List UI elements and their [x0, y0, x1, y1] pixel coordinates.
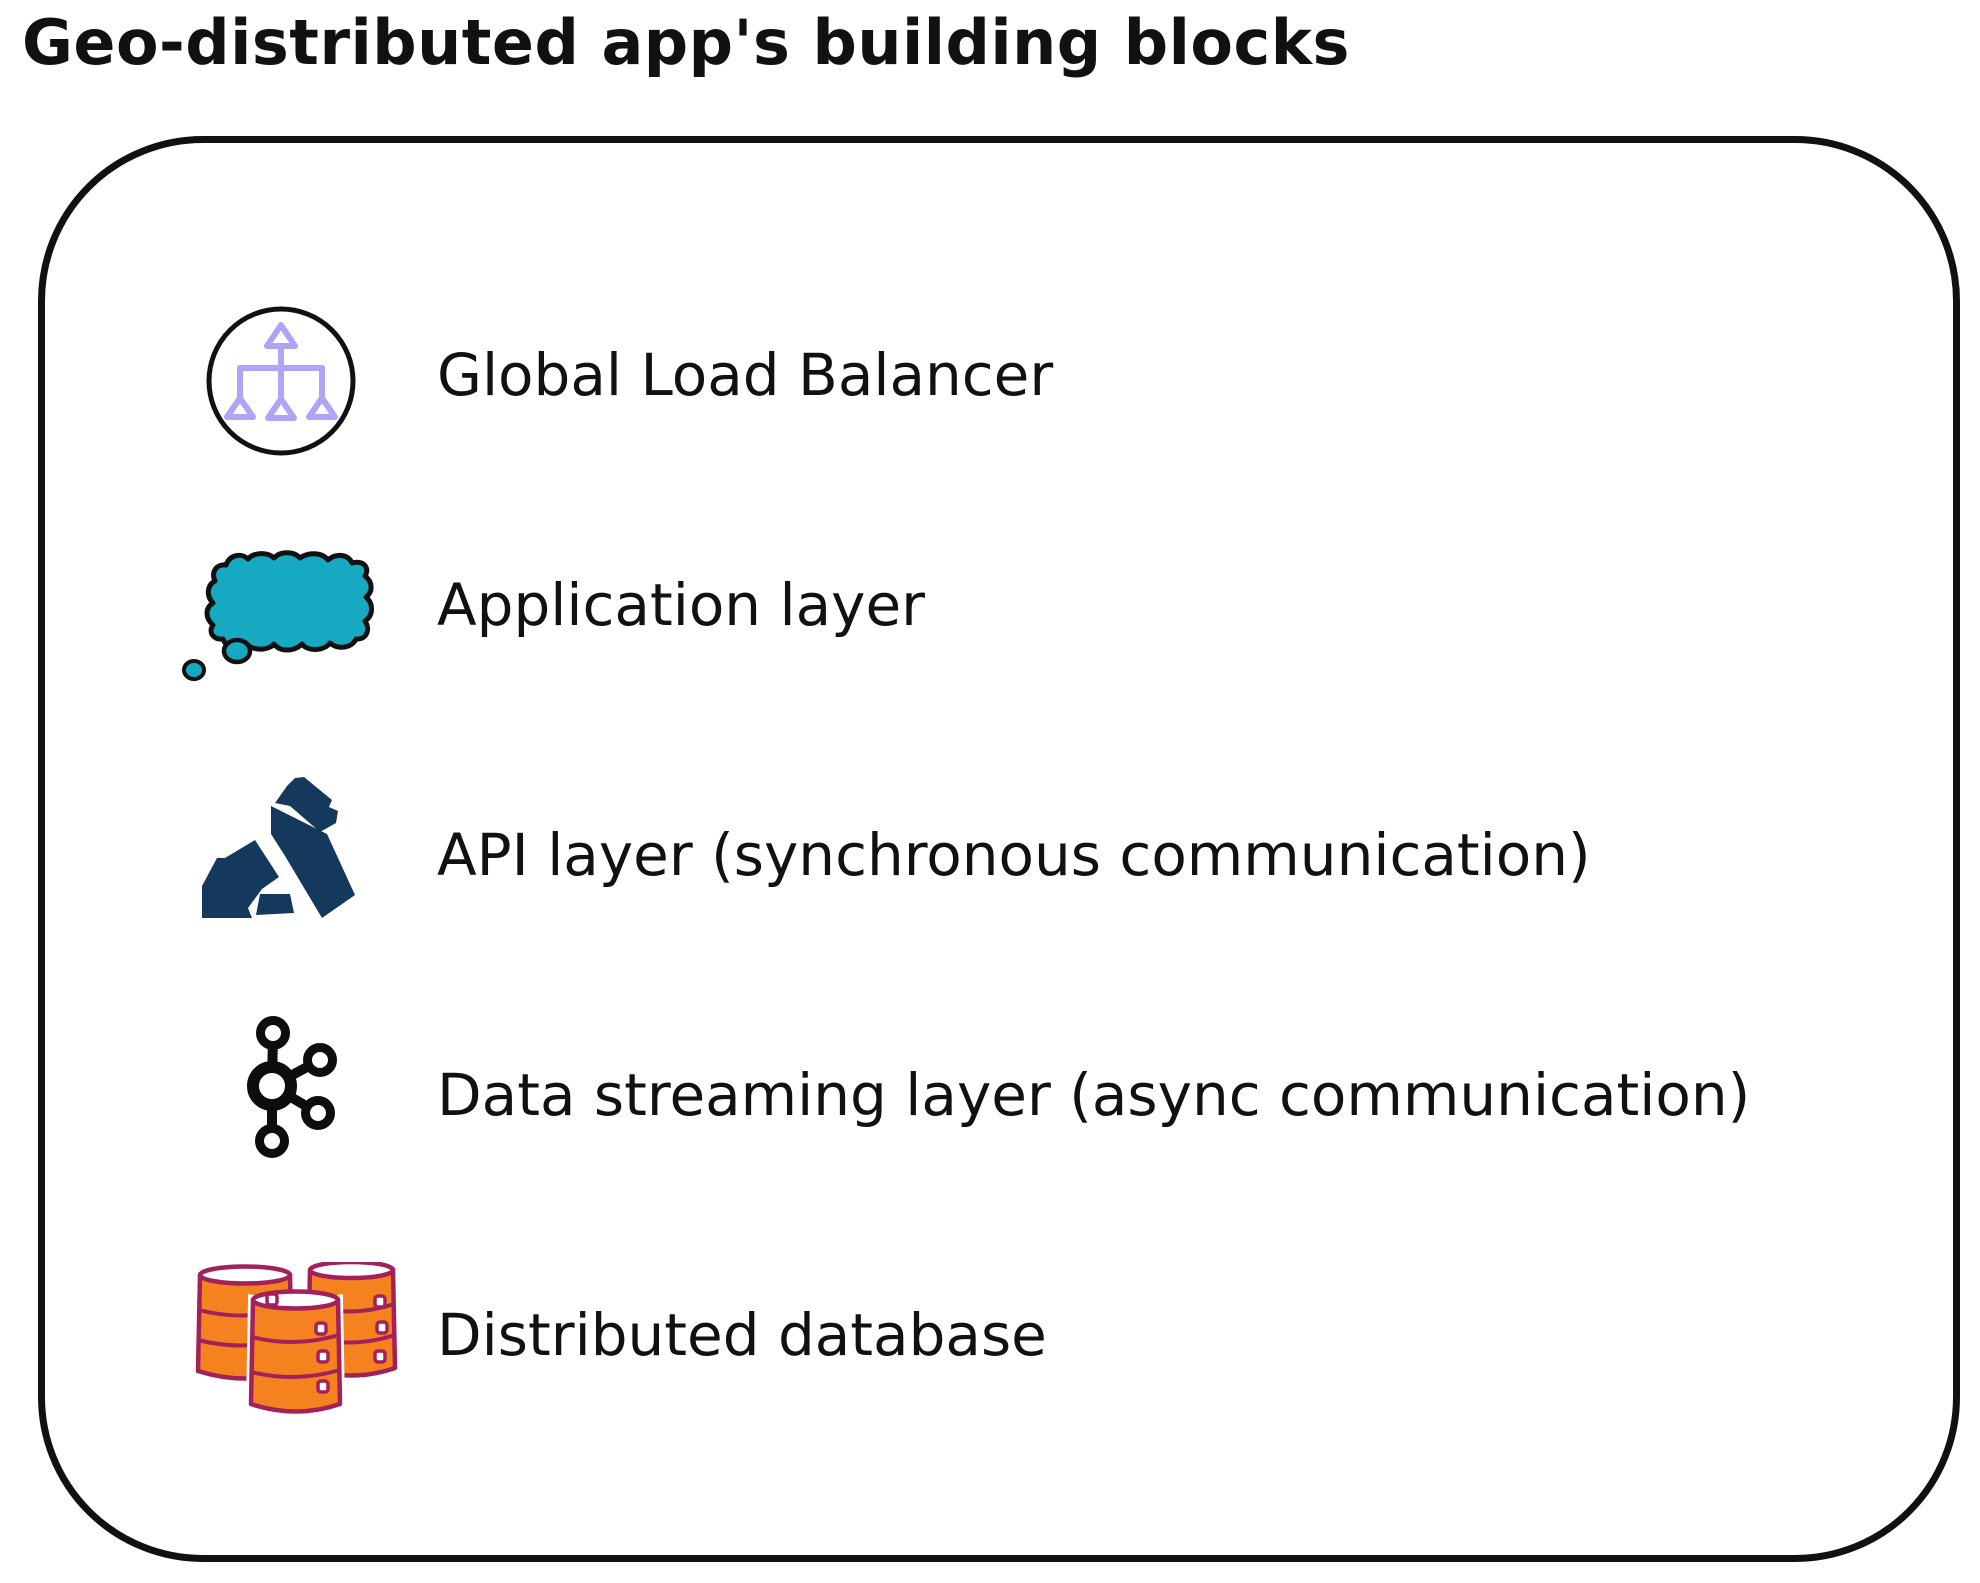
row-label-global-load-balancer: Global Load Balancer	[437, 341, 1054, 409]
row-label-data-streaming-layer: Data streaming layer (async communicatio…	[437, 1061, 1751, 1129]
page-title: Geo-distributed app's building blocks	[22, 6, 1350, 79]
load-balancer-icon	[201, 301, 361, 461]
row-label-distributed-database: Distributed database	[437, 1301, 1047, 1369]
database-barrels-icon	[195, 1262, 400, 1422]
kong-gorilla-icon	[200, 776, 360, 921]
kafka-icon	[240, 1008, 350, 1168]
row-label-application-layer: Application layer	[437, 571, 926, 639]
row-label-api-layer: API layer (synchronous communication)	[437, 821, 1591, 889]
application-bubble-icon	[180, 548, 375, 683]
